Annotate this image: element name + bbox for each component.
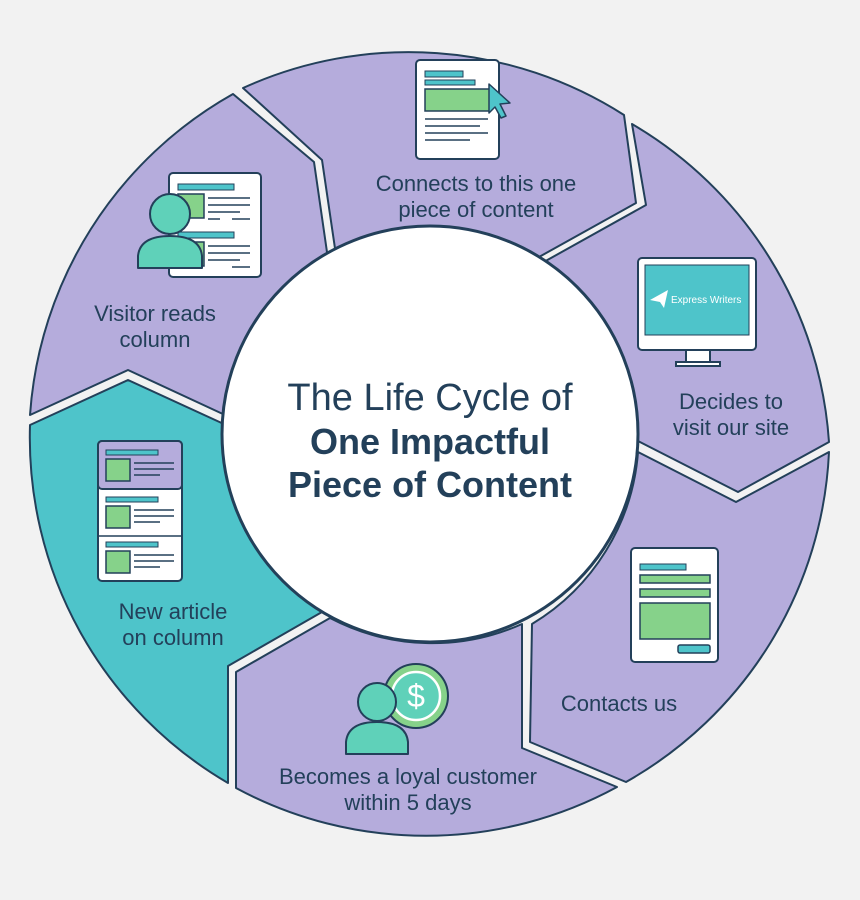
label-decides-line1: Decides to [679, 389, 783, 414]
document-cursor-icon [415, 59, 511, 160]
label-decides-line2: visit our site [673, 415, 789, 440]
customer-body [345, 721, 409, 755]
label-new-article-line2: on column [122, 625, 224, 650]
center-title-line1: The Life Cycle of [287, 377, 573, 419]
reader-body [137, 235, 203, 269]
monitor-icon: Express Writers [637, 257, 757, 367]
reader-person-icon [137, 172, 262, 278]
label-contacts-line1: Contacts us [561, 691, 677, 716]
reader-head [149, 193, 191, 235]
monitor-brand-text: Express Writers [671, 295, 741, 306]
contact-form-icon [630, 547, 719, 663]
customer-dollar-icon: $ [345, 663, 449, 755]
label-visitor-line2: column [120, 327, 191, 352]
center-title-line3: Piece of Content [288, 464, 572, 505]
customer-head [357, 682, 397, 722]
article-list-icon [97, 440, 183, 582]
label-new-article-line1: New article [119, 599, 228, 624]
label-visitor-line1: Visitor reads [94, 301, 216, 326]
label-loyal-line2: within 5 days [343, 790, 471, 815]
dollar-symbol: $ [407, 678, 425, 714]
label-connects-line1: Connects to this one [376, 171, 577, 196]
label-loyal-line1: Becomes a loyal customer [279, 764, 537, 789]
center-title-line2: One Impactful [310, 421, 550, 462]
cursor-arrow-icon [488, 83, 511, 119]
center-hub: The Life Cycle of One Impactful Piece of… [220, 224, 640, 644]
paper-plane-icon [650, 290, 668, 308]
label-connects-line2: piece of content [398, 197, 553, 222]
step-labels: Connects to this one piece of content Vi… [94, 171, 789, 815]
